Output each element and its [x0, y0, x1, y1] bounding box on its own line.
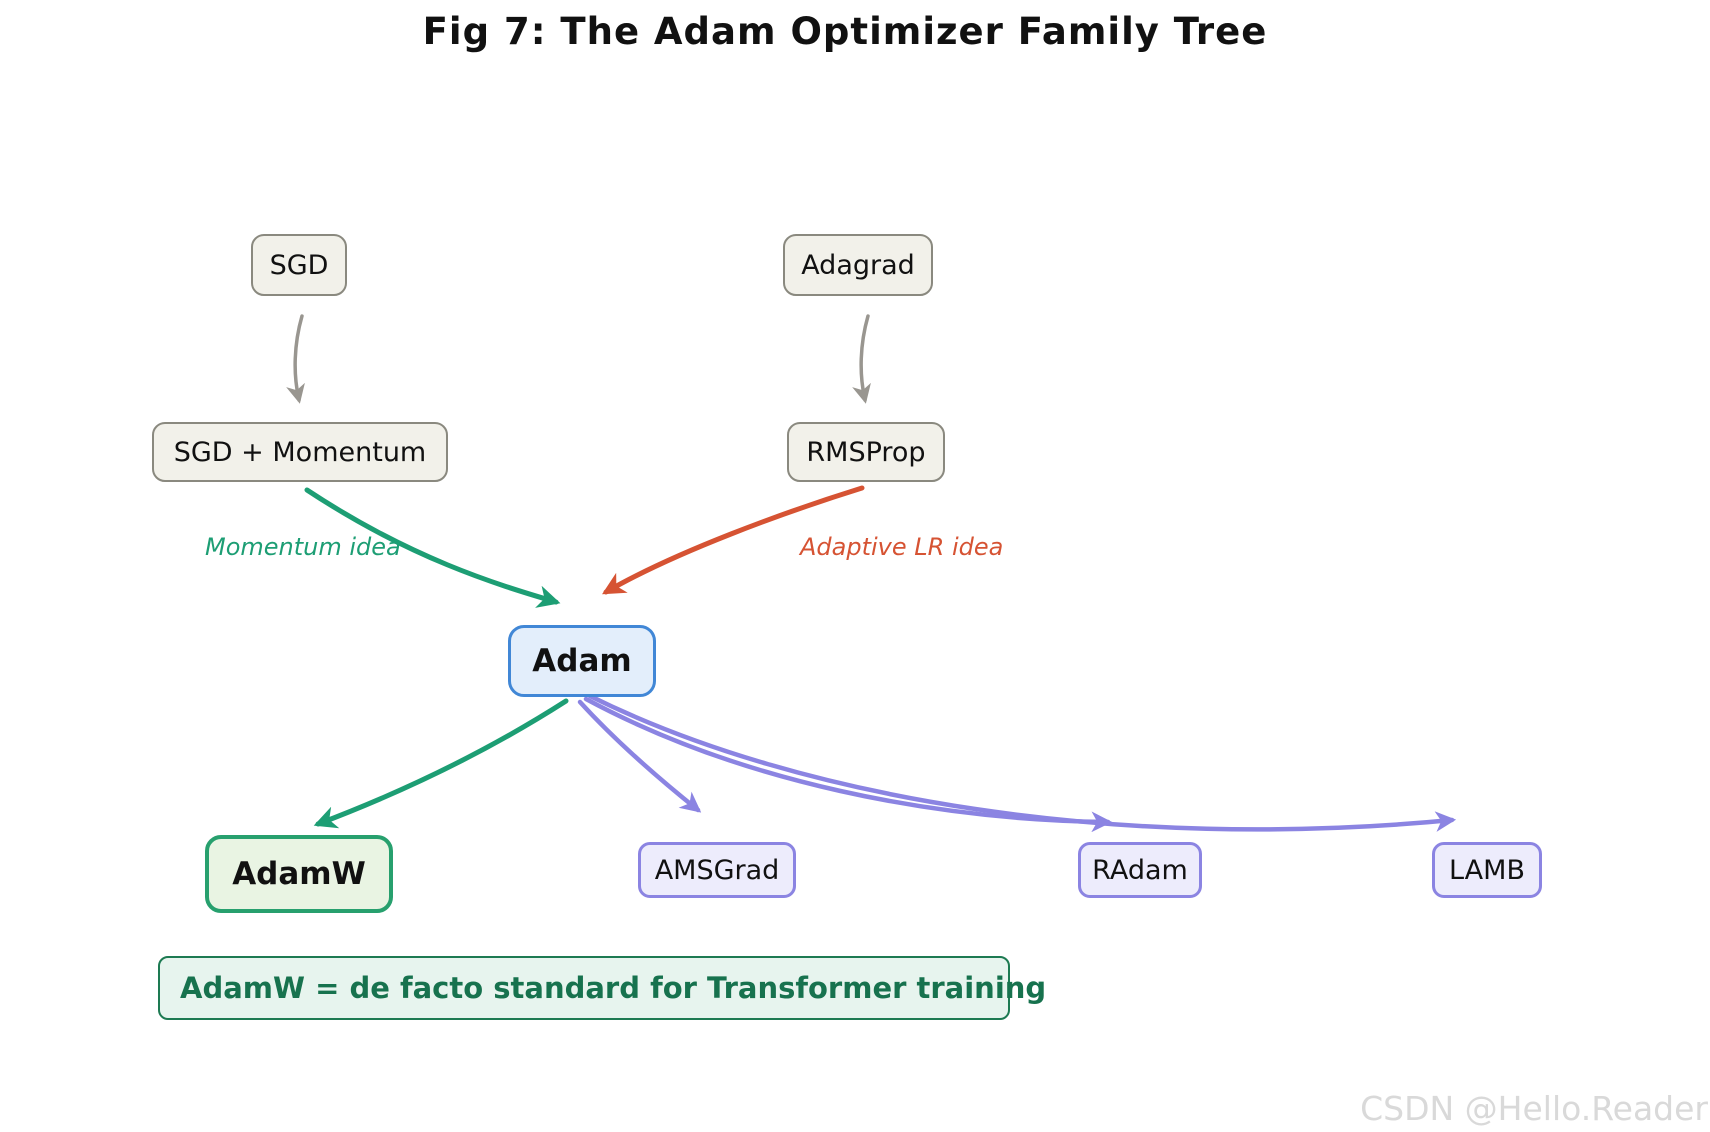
node-adamw: AdamW	[205, 835, 393, 913]
edge-adam-to-radam	[583, 696, 1113, 833]
node-sgd: SGD	[251, 234, 347, 296]
node-amsgrad-label: AMSGrad	[654, 854, 780, 886]
node-lamb: LAMB	[1432, 842, 1542, 898]
adaptive-lr-idea-label: Adaptive LR idea	[800, 533, 1004, 561]
node-adam: Adam	[508, 625, 656, 697]
edge-rmsprop-to-adam	[602, 485, 865, 595]
csdn-watermark: CSDN @Hello.Reader	[1360, 1089, 1708, 1128]
edge-adam-to-adamw	[313, 698, 569, 829]
edge-sgd-to-momentum	[286, 314, 305, 404]
node-sgd-momentum-label: SGD + Momentum	[173, 436, 427, 468]
node-amsgrad: AMSGrad	[638, 842, 796, 898]
node-lamb-label: LAMB	[1449, 854, 1525, 886]
node-radam: RAdam	[1078, 842, 1202, 898]
edge-adam-to-lamb	[587, 693, 1457, 832]
node-adamw-label: AdamW	[232, 856, 366, 892]
node-radam-label: RAdam	[1092, 854, 1188, 886]
node-adagrad-label: Adagrad	[801, 249, 915, 281]
node-rmsprop-label: RMSProp	[806, 436, 926, 468]
edge-adagrad-to-rmsprop	[852, 314, 871, 404]
edge-adam-to-amsgrad	[577, 699, 702, 813]
adamw-note-box: AdamW = de facto standard for Transforme…	[158, 956, 1046, 1020]
node-adam-label: Adam	[532, 643, 632, 679]
figure-title: Fig 7: The Adam Optimizer Family Tree	[422, 10, 1268, 53]
adamw-note-text: AdamW = de facto standard for Transforme…	[180, 971, 1047, 1005]
node-sgd-momentum: SGD + Momentum	[152, 422, 448, 482]
node-rmsprop: RMSProp	[787, 422, 945, 482]
momentum-idea-label: Momentum idea	[205, 533, 401, 561]
node-sgd-label: SGD	[269, 249, 329, 281]
edge-momentum-to-adam	[304, 487, 561, 608]
node-adagrad: Adagrad	[783, 234, 933, 296]
